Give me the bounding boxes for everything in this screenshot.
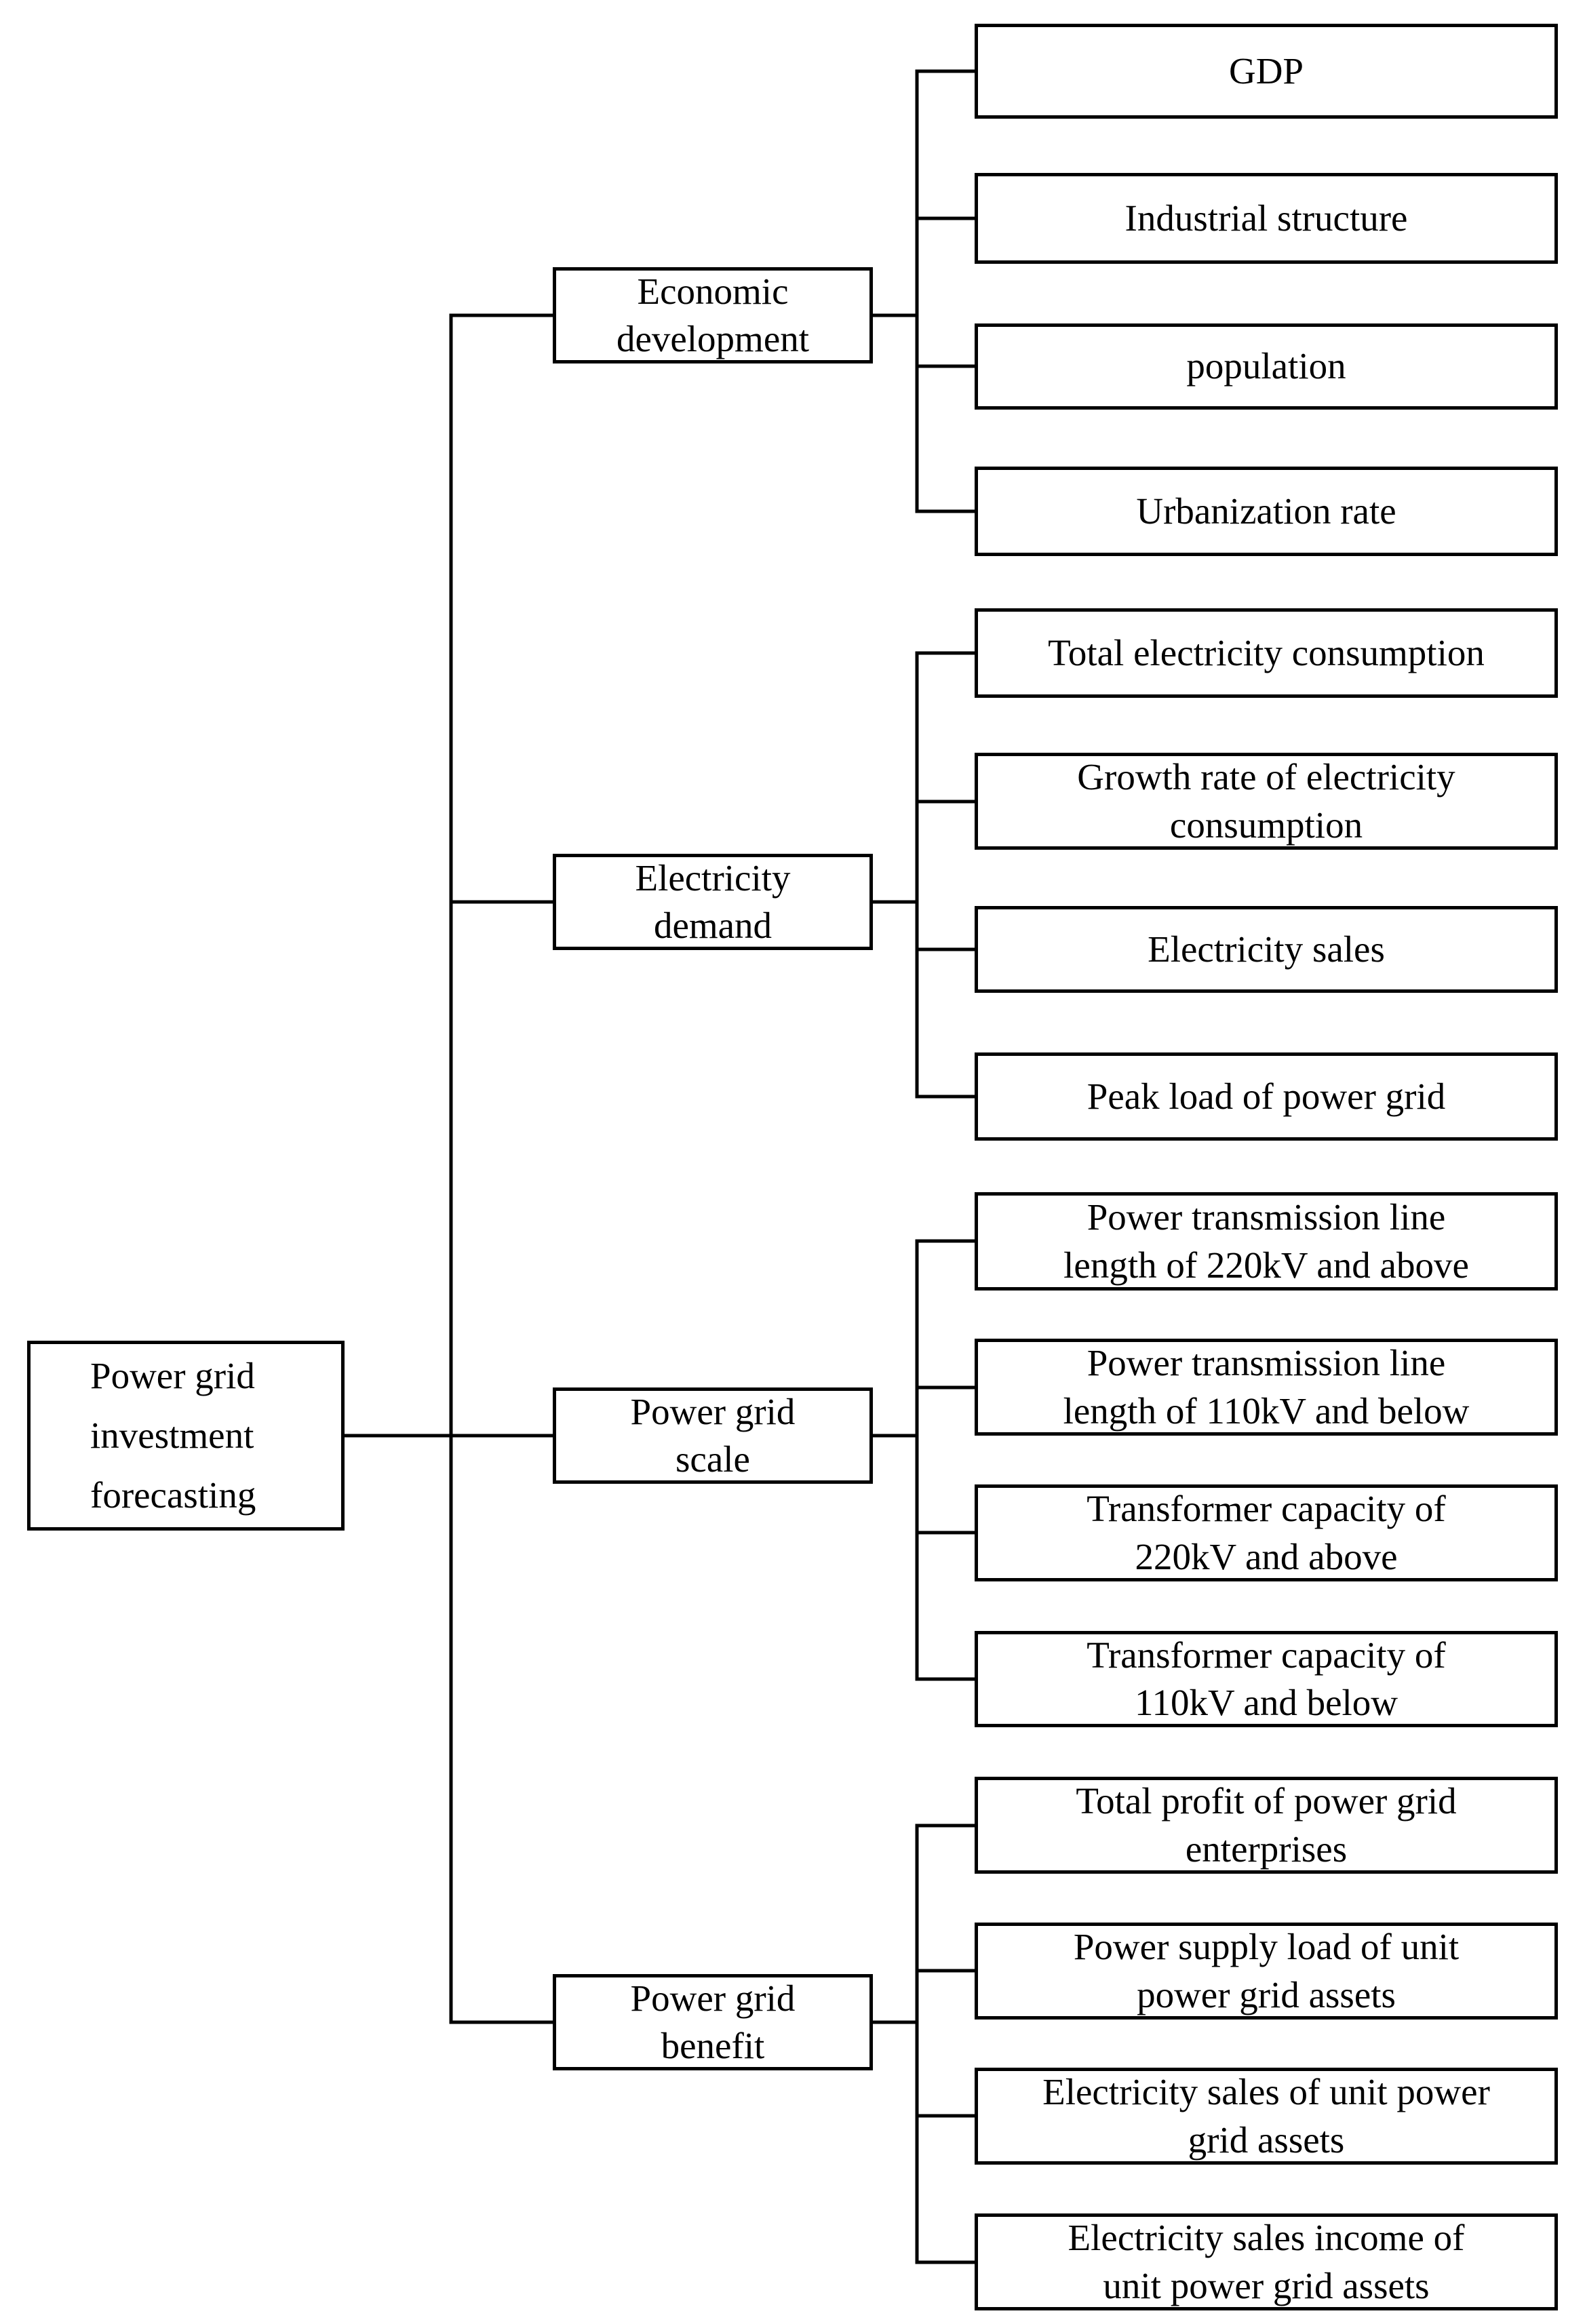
node-transformer-capacity-110kv-below: Transformer capacity of 110kV and below <box>975 1631 1558 1727</box>
node-peak-load-power-grid: Peak load of power grid <box>975 1052 1558 1141</box>
node-label: Power grid benefit <box>630 1977 796 2066</box>
node-label: Electricity sales of unit power grid ass… <box>1042 2071 1490 2161</box>
node-root-power-grid-investment-forecasting: Power grid investment forecasting <box>27 1341 345 1531</box>
node-urbanization-rate: Urbanization rate <box>975 467 1558 556</box>
node-label: Electricity sales income of unit power g… <box>1068 2217 1465 2306</box>
node-label: Industrial structure <box>1124 197 1408 239</box>
node-line-length-110kv-below: Power transmission line length of 110kV … <box>975 1339 1558 1436</box>
node-label: population <box>1186 345 1346 387</box>
node-label: Power grid scale <box>630 1390 796 1480</box>
node-power-grid-scale: Power grid scale <box>553 1387 873 1484</box>
node-electricity-sales-unit-assets: Electricity sales of unit power grid ass… <box>975 2068 1558 2165</box>
node-label: Power transmission line length of 110kV … <box>1063 1342 1470 1432</box>
node-label: GDP <box>1228 50 1304 92</box>
node-power-grid-benefit: Power grid benefit <box>553 1974 873 2070</box>
node-industrial-structure: Industrial structure <box>975 173 1558 264</box>
node-gdp: GDP <box>975 24 1558 119</box>
node-label: Electricity demand <box>635 856 791 946</box>
node-electricity-sales-income-unit-assets: Electricity sales income of unit power g… <box>975 2213 1558 2310</box>
node-transformer-capacity-220kv-above: Transformer capacity of 220kV and above <box>975 1484 1558 1581</box>
node-electricity-sales: Electricity sales <box>975 906 1558 993</box>
node-total-electricity-consumption: Total electricity consumption <box>975 608 1558 698</box>
node-label: Power grid investment forecasting <box>90 1355 256 1516</box>
node-label: Power supply load of unit power grid ass… <box>1073 1926 1460 2015</box>
node-line-length-220kv-above: Power transmission line length of 220kV … <box>975 1192 1558 1291</box>
node-label: Economic development <box>616 270 810 359</box>
node-power-supply-load-unit-assets: Power supply load of unit power grid ass… <box>975 1923 1558 2020</box>
node-electricity-demand: Electricity demand <box>553 854 873 950</box>
node-label: Electricity sales <box>1148 928 1385 970</box>
node-label: Urbanization rate <box>1136 490 1396 532</box>
node-total-profit-power-grid-enterprises: Total profit of power grid enterprises <box>975 1777 1558 1874</box>
node-growth-rate-electricity-consumption: Growth rate of electricity consumption <box>975 753 1558 850</box>
tree-branch-lines <box>343 69 977 2264</box>
node-label: Transformer capacity of 220kV and above <box>1087 1488 1446 1577</box>
node-label: Total electricity consumption <box>1048 631 1485 673</box>
node-label: Total profit of power grid enterprises <box>1076 1780 1457 1870</box>
node-economic-development: Economic development <box>553 267 873 363</box>
node-label: Power transmission line length of 220kV … <box>1063 1196 1469 1286</box>
node-population: population <box>975 323 1558 410</box>
node-label: Growth rate of electricity consumption <box>1077 756 1455 846</box>
node-label: Transformer capacity of 110kV and below <box>1087 1634 1446 1723</box>
node-label: Peak load of power grid <box>1087 1075 1446 1117</box>
